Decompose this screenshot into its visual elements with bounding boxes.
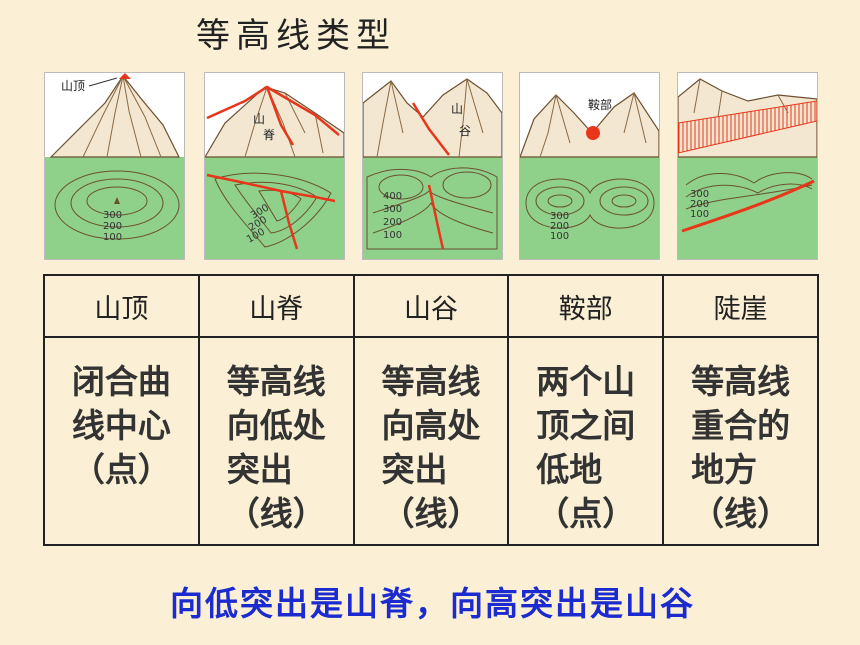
page-title: 等高线类型 <box>196 16 396 56</box>
cell-ridge: 等高线 向低处 突出 （线） <box>197 336 355 546</box>
header-ridge: 山脊 <box>197 274 355 338</box>
table-header-row: 山顶 山脊 山谷 鞍部 陡崖 <box>43 274 819 338</box>
summit-label: 山顶 <box>61 79 85 93</box>
svg-text:300: 300 <box>103 210 122 221</box>
svg-text:200: 200 <box>383 217 402 228</box>
figure-summit: 山顶 300 200 100 <box>44 72 185 260</box>
header-saddle: 鞍部 <box>507 274 665 338</box>
cell-saddle: 两个山 顶之间 低地 （点） <box>507 336 665 546</box>
comparison-table: 山顶 山脊 山谷 鞍部 陡崖 闭合曲 线中心 （点） 等高线 向低处 突出 （线… <box>43 274 819 546</box>
svg-text:400: 400 <box>383 191 402 202</box>
svg-text:200: 200 <box>690 199 709 210</box>
svg-text:100: 100 <box>103 232 122 243</box>
header-valley: 山谷 <box>352 274 510 338</box>
svg-text:100: 100 <box>383 230 402 241</box>
svg-text:300: 300 <box>383 204 402 215</box>
svg-text:脊: 脊 <box>263 128 275 142</box>
svg-text:山: 山 <box>451 102 463 116</box>
svg-text:鞍部: 鞍部 <box>588 97 612 112</box>
svg-text:300: 300 <box>550 211 569 222</box>
figure-ridge: 山 脊 300 200 100 <box>204 72 345 260</box>
svg-text:200: 200 <box>550 221 569 232</box>
summary-caption: 向低突出是山脊，向高突出是山谷 <box>170 584 695 623</box>
figure-saddle: 鞍部 300 200 100 <box>519 72 660 260</box>
svg-text:100: 100 <box>550 231 569 242</box>
table-row: 闭合曲 线中心 （点） 等高线 向低处 突出 （线） 等高线 向高处 突出 （线… <box>43 336 819 546</box>
cell-cliff: 等高线 重合的 地方 （线） <box>662 336 819 546</box>
svg-text:谷: 谷 <box>459 124 471 138</box>
svg-text:100: 100 <box>690 209 709 220</box>
cell-summit: 闭合曲 线中心 （点） <box>43 336 200 546</box>
cell-valley: 等高线 向高处 突出 （线） <box>352 336 510 546</box>
svg-text:山: 山 <box>253 112 265 126</box>
header-summit: 山顶 <box>43 274 200 338</box>
figure-cliff: 300 200 100 <box>677 72 818 260</box>
figure-valley: 山 谷 400 300 200 100 <box>362 72 503 260</box>
svg-text:200: 200 <box>103 221 122 232</box>
svg-text:300: 300 <box>690 189 709 200</box>
header-cliff: 陡崖 <box>662 274 819 338</box>
